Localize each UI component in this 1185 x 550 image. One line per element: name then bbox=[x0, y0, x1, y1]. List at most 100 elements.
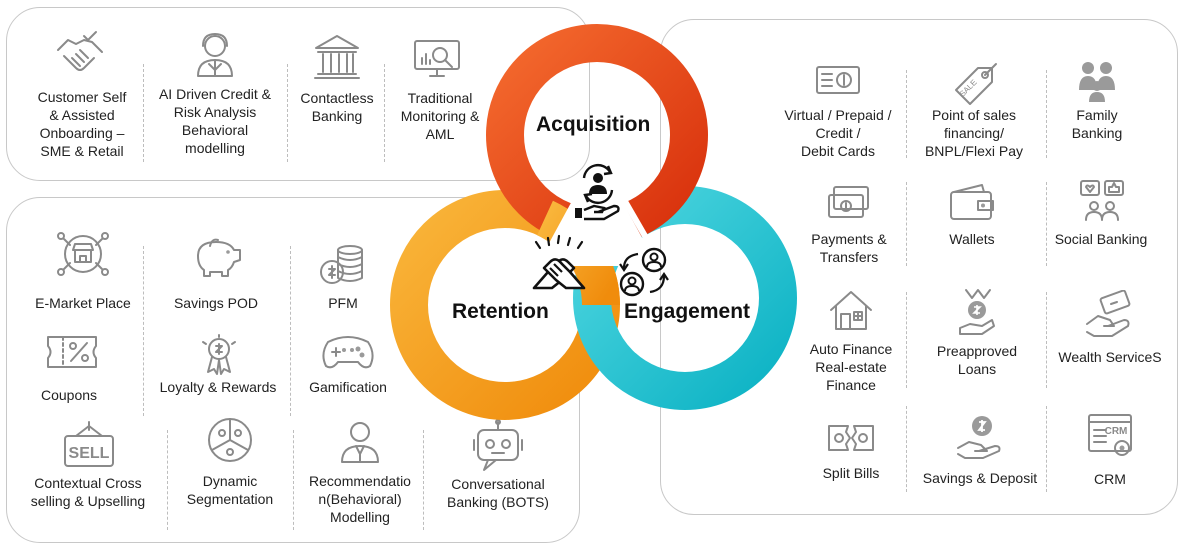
eng-item-label: CRM bbox=[1094, 471, 1126, 487]
acq-item-contactless: Contactless Banking bbox=[292, 32, 382, 132]
ret-item-cross-sell: SELL Contextual Cross selling & Upsellin… bbox=[24, 420, 152, 520]
eng-item-crm: CRM CRM bbox=[1056, 412, 1164, 492]
divider bbox=[1046, 182, 1047, 266]
ret-item-label: Dynamic Segmentation bbox=[186, 473, 274, 507]
payment-card-icon bbox=[828, 186, 869, 218]
divider bbox=[1046, 70, 1047, 158]
divider bbox=[384, 64, 385, 162]
divider bbox=[293, 430, 294, 530]
marketplace-icon bbox=[57, 232, 109, 276]
coins-stack-icon bbox=[320, 245, 363, 284]
eng-item-label: Point of sales financing/ BNPL/Flexi Pay bbox=[924, 107, 1024, 159]
eng-item-family: Family Banking bbox=[1054, 60, 1140, 150]
acq-item-label: Contactless Banking bbox=[300, 90, 374, 124]
divider bbox=[287, 64, 288, 162]
piggy-bank-icon bbox=[197, 238, 241, 277]
advisor-icon bbox=[341, 422, 379, 463]
eng-item-preapproved: Preapproved Loans bbox=[924, 286, 1030, 386]
ret-item-recommendation: Recommendatio n(Behavioral) Modelling bbox=[302, 418, 418, 528]
acq-item-label: Customer Self & Assisted Onboarding – SM… bbox=[37, 89, 127, 159]
ret-item-label: PFM bbox=[328, 295, 358, 311]
acq-item-label: AI Driven Credit & Risk Analysis Behavio… bbox=[158, 86, 272, 156]
acquisition-hand-icon bbox=[575, 163, 620, 221]
divider bbox=[906, 406, 907, 492]
wallet-icon bbox=[950, 184, 994, 220]
social-icon bbox=[1080, 180, 1124, 221]
eng-item-label: Wallets bbox=[949, 231, 995, 247]
clasped-hands-icon bbox=[532, 234, 586, 290]
eng-item-split-bills: Split Bills bbox=[800, 422, 902, 502]
house-icon bbox=[830, 291, 872, 330]
ret-item-label: Recommendatio n(Behavioral) Modelling bbox=[309, 473, 411, 525]
handshake-icon bbox=[57, 31, 103, 71]
ret-item-pfm: PFM bbox=[300, 242, 386, 322]
divider bbox=[290, 246, 291, 416]
eng-item-label: Social Banking bbox=[1054, 231, 1148, 247]
engagement-title: Engagement bbox=[624, 300, 751, 323]
user-exchange-icon bbox=[619, 247, 669, 297]
card-icon bbox=[816, 66, 860, 94]
monitor-analysis-icon bbox=[414, 40, 460, 77]
eng-item-social: Social Banking bbox=[1052, 178, 1150, 258]
deposit-hand-icon bbox=[957, 416, 1001, 459]
divider bbox=[423, 430, 424, 530]
ret-item-label: Conversational Banking (BOTS) bbox=[447, 476, 549, 510]
eng-item-wallets: Wallets bbox=[924, 182, 1020, 262]
eng-item-payments: Payments & Transfers bbox=[796, 184, 902, 274]
loan-hand-icon bbox=[959, 289, 995, 335]
eng-item-cards: Virtual / Prepaid / Credit / Debit Cards bbox=[774, 62, 902, 162]
center-triangle bbox=[545, 155, 649, 266]
divider bbox=[143, 64, 144, 162]
reward-medal-icon bbox=[202, 334, 236, 375]
ret-item-segmentation: Dynamic Segmentation bbox=[174, 416, 286, 516]
divider bbox=[143, 246, 144, 416]
svg-text:SELL: SELL bbox=[69, 445, 110, 462]
ret-item-label: Coupons bbox=[40, 387, 98, 403]
game-controller-icon bbox=[322, 336, 374, 369]
family-icon bbox=[1079, 62, 1115, 102]
eng-item-label: Family Banking bbox=[1071, 107, 1123, 141]
ret-item-loyalty: Loyalty & Rewards bbox=[150, 334, 286, 414]
chatbot-icon bbox=[473, 419, 523, 471]
sale-tag-icon: SALE bbox=[955, 63, 997, 105]
acq-item-ai-credit: AI Driven Credit & Risk Analysis Behavio… bbox=[148, 30, 282, 170]
divider bbox=[906, 182, 907, 266]
bank-building-icon bbox=[314, 35, 360, 79]
split-bill-icon bbox=[828, 425, 874, 451]
ret-item-label: Contextual Cross selling & Upselling bbox=[30, 475, 146, 509]
ring-diagram bbox=[390, 24, 797, 420]
ret-item-label: E-Market Place bbox=[35, 295, 131, 311]
ret-item-label: Gamification bbox=[309, 379, 387, 395]
retention-title: Retention bbox=[452, 300, 549, 323]
divider bbox=[906, 70, 907, 158]
divider bbox=[1046, 406, 1047, 492]
acq-item-onboarding: Customer Self & Assisted Onboarding – SM… bbox=[22, 28, 142, 168]
divider bbox=[1046, 292, 1047, 388]
eng-item-auto-finance: Auto Finance Real-estate Finance bbox=[800, 288, 902, 398]
sell-sign-icon: SELL bbox=[64, 421, 114, 467]
divider bbox=[906, 292, 907, 388]
crm-icon: CRM bbox=[1088, 414, 1132, 456]
eng-item-pos-financing: SALE Point of sales financing/ BNPL/Flex… bbox=[914, 62, 1034, 162]
ret-item-emarket: E-Market Place bbox=[26, 226, 140, 316]
eng-item-savings-deposit: Savings & Deposit bbox=[918, 414, 1042, 494]
svg-text:SALE: SALE bbox=[958, 78, 979, 99]
support-agent-icon bbox=[197, 33, 233, 77]
ret-item-coupons: Coupons bbox=[26, 332, 112, 412]
eng-item-label: Savings & Deposit bbox=[922, 470, 1038, 486]
acq-item-label: Traditional Monitoring & AML bbox=[400, 90, 480, 142]
coupon-icon bbox=[47, 336, 97, 368]
ret-item-label: Loyalty & Rewards bbox=[159, 379, 277, 395]
ret-item-savings-pod: Savings POD bbox=[166, 232, 266, 322]
eng-item-label: Preapproved Loans bbox=[936, 343, 1018, 377]
ret-item-gamification: Gamification bbox=[300, 330, 396, 410]
eng-item-label: Wealth ServiceS bbox=[1058, 349, 1162, 365]
eng-item-label: Virtual / Prepaid / Credit / Debit Cards bbox=[784, 107, 892, 159]
acquisition-title: Acquisition bbox=[536, 113, 651, 136]
eng-item-wealth: Wealth ServiceS bbox=[1054, 290, 1166, 380]
segmentation-icon bbox=[208, 418, 252, 462]
eng-item-label: Auto Finance Real-estate Finance bbox=[809, 341, 893, 393]
acq-item-monitoring: Traditional Monitoring & AML bbox=[386, 38, 494, 148]
ret-item-label: Savings POD bbox=[173, 295, 259, 311]
wealth-hand-icon bbox=[1086, 290, 1131, 337]
